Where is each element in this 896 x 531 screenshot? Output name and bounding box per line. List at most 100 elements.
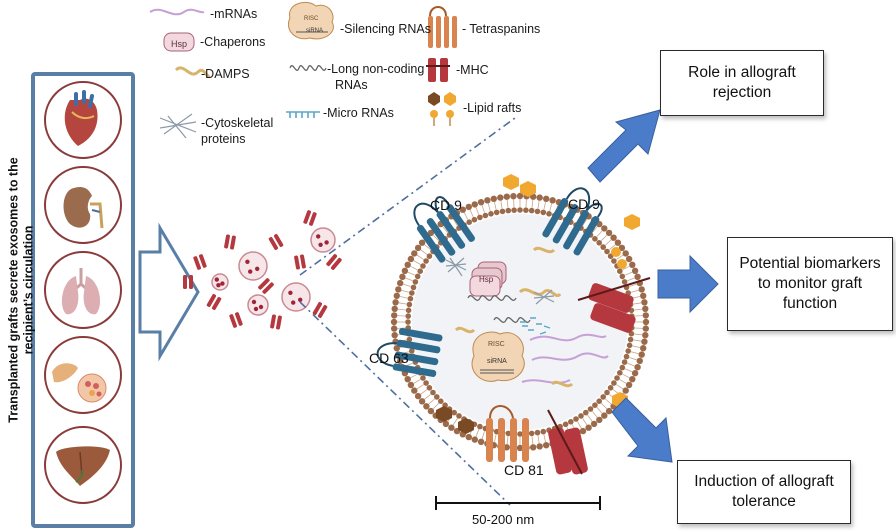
lipid-head bbox=[592, 402, 598, 409]
small-mhc-chain bbox=[206, 293, 217, 308]
small-mhc bbox=[206, 293, 222, 311]
lipid-head bbox=[605, 229, 613, 237]
lipid-head bbox=[536, 443, 543, 450]
cd9-left-label: CD 9 bbox=[430, 197, 462, 213]
small-mhc-chain bbox=[234, 312, 243, 326]
lipid-head bbox=[471, 436, 478, 443]
lipid-head bbox=[442, 420, 450, 428]
lipid-tail bbox=[624, 368, 633, 373]
lipid-tail bbox=[634, 308, 643, 311]
lipid-tail bbox=[442, 226, 448, 233]
outcome-tolerance-line-2: tolerance bbox=[732, 493, 796, 510]
small-mhc-chain bbox=[326, 254, 338, 267]
small-mhc-chain bbox=[224, 234, 230, 249]
lipid-head bbox=[642, 305, 649, 312]
lipid-tail bbox=[410, 265, 418, 271]
lipid-head bbox=[640, 292, 647, 299]
lipid-head bbox=[614, 375, 620, 381]
lipid-head bbox=[625, 348, 631, 354]
tetraspanin-cd9-left bbox=[413, 196, 476, 263]
legend-cytoskeletal-2: proteins bbox=[201, 132, 246, 146]
outcome-tolerance-box: Induction of allograft tolerance bbox=[677, 460, 851, 524]
lipid-head bbox=[493, 209, 500, 216]
outcome-biomarkers-line-2: to monitor graft bbox=[757, 275, 863, 292]
lipid-tail bbox=[463, 212, 469, 220]
lipid-head bbox=[505, 430, 512, 437]
lipid-head bbox=[636, 357, 643, 365]
lipid-head bbox=[640, 345, 647, 352]
lipid-tail bbox=[413, 379, 421, 384]
lipid-tail bbox=[632, 296, 641, 299]
exosome-cargo-dot bbox=[318, 242, 323, 247]
lipid-head bbox=[641, 299, 648, 306]
lipid-head bbox=[395, 286, 402, 293]
small-mhc-chain bbox=[230, 235, 236, 250]
lipid-tail bbox=[537, 200, 540, 209]
legend-chaperons: -Chaperons bbox=[200, 35, 266, 49]
small-mhc bbox=[303, 210, 317, 226]
small-mhc bbox=[326, 254, 342, 270]
lipid-tail bbox=[531, 199, 534, 208]
legend-icons bbox=[149, 2, 457, 139]
lipid-head bbox=[407, 255, 415, 263]
lipid-head bbox=[456, 413, 462, 419]
lipid-head bbox=[503, 444, 510, 451]
small-exosome bbox=[247, 294, 269, 316]
lipid-head bbox=[634, 364, 641, 371]
cd81-label: CD 81 bbox=[504, 462, 544, 478]
lipid-tail bbox=[549, 203, 553, 212]
lipid-head bbox=[406, 336, 413, 343]
exosome-cargo-dot bbox=[288, 290, 293, 295]
lipid-head bbox=[427, 407, 435, 415]
lipid-head bbox=[596, 416, 603, 424]
lipid-tail bbox=[481, 431, 485, 440]
lipid-tail bbox=[494, 434, 497, 443]
lipid-head bbox=[573, 416, 579, 422]
lipid-head bbox=[482, 212, 489, 219]
lipid-head bbox=[438, 398, 444, 405]
lipid-head bbox=[510, 193, 517, 200]
lipid-head bbox=[638, 286, 645, 293]
exosome-risc-tag: RISC bbox=[488, 341, 505, 348]
lipid-head bbox=[604, 248, 610, 255]
lipid-head bbox=[540, 209, 547, 216]
exosome-cargo-dot bbox=[298, 297, 303, 302]
lipid-tail bbox=[487, 203, 491, 212]
lipid-head bbox=[530, 444, 537, 451]
tetraspanin-cd9-right bbox=[542, 187, 603, 256]
lipid-head bbox=[614, 239, 622, 246]
small-mhc-chain bbox=[300, 254, 306, 269]
lipid-head bbox=[397, 279, 404, 287]
cd9-right-label: CD 9 bbox=[568, 196, 600, 212]
lipid-head bbox=[617, 268, 623, 275]
lipid-head bbox=[534, 429, 541, 436]
small-mhc-chain bbox=[317, 304, 328, 319]
lipid-head bbox=[596, 240, 602, 246]
lipid-head bbox=[411, 250, 418, 257]
lipid-head bbox=[634, 273, 641, 280]
lipid-tail bbox=[630, 289, 639, 293]
lipid-head bbox=[392, 299, 399, 306]
lipid-head bbox=[427, 229, 435, 237]
legend-risc-tag: RISC bbox=[304, 16, 319, 22]
exosome-sirna-tag: siRNA bbox=[487, 358, 507, 365]
lipid-tail bbox=[537, 435, 540, 444]
panel-arrow bbox=[138, 222, 200, 362]
lipid-tail bbox=[452, 418, 458, 426]
exosome-cargo-dot bbox=[216, 283, 221, 288]
small-mhc-chain bbox=[183, 275, 187, 289]
small-exosome bbox=[238, 251, 268, 281]
lipid-head bbox=[568, 419, 574, 425]
lipid-head bbox=[409, 290, 415, 296]
small-mhc-chain bbox=[258, 278, 270, 290]
lipid-head bbox=[517, 431, 523, 437]
organ-liver bbox=[44, 426, 122, 504]
lipid-head bbox=[414, 392, 422, 400]
lipid-tail bbox=[416, 254, 424, 260]
small-mhc bbox=[312, 301, 328, 319]
lipid-head bbox=[629, 261, 636, 268]
lipid-tail bbox=[622, 373, 630, 379]
lipid-head bbox=[448, 424, 455, 431]
lipid-tail bbox=[407, 271, 416, 276]
